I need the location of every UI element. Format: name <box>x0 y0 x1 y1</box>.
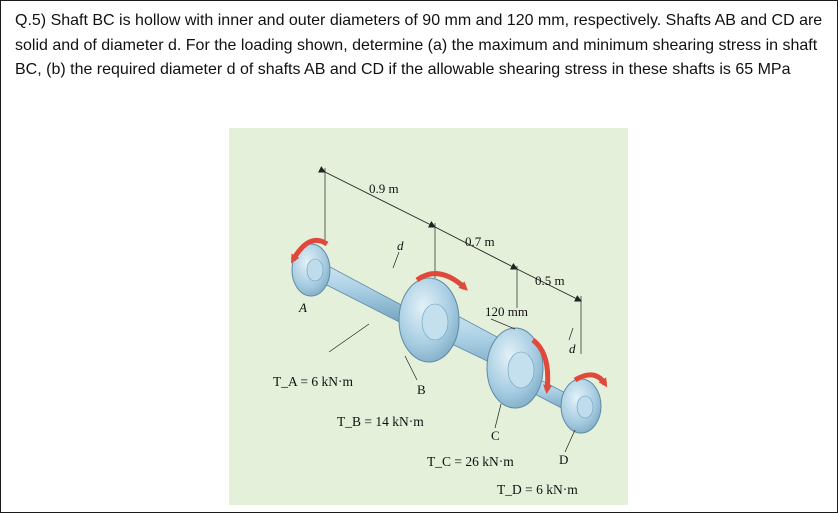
diameter-ab-label: d <box>397 238 404 253</box>
dimension-bc-length: 0.7 m <box>465 234 495 249</box>
torque-b-label: T_B = 14 kN·m <box>337 414 424 429</box>
shaft-diagram: 0.9 m 0.7 m 0.5 m 120 mm d d A B C D T_A… <box>273 166 608 497</box>
disc-a <box>291 243 331 297</box>
point-a-label: A <box>298 300 307 315</box>
dimension-cd-length: 0.5 m <box>535 273 565 288</box>
point-c-label: C <box>491 428 500 443</box>
shaft-figure: 0.9 m 0.7 m 0.5 m 120 mm d d A B C D T_A… <box>229 128 628 505</box>
disc-d <box>560 378 602 434</box>
disc-b <box>398 277 460 363</box>
torque-d-label: T_D = 6 kN·m <box>497 482 578 497</box>
torque-arrow-b <box>415 271 468 291</box>
torque-arrow-d <box>573 372 608 388</box>
dimension-ab-length: 0.9 m <box>369 181 399 196</box>
disc-c <box>486 327 544 409</box>
torque-arrow-a <box>290 238 329 264</box>
torque-c-label: T_C = 26 kN·m <box>427 454 514 469</box>
dimension-bc-outer-diameter: 120 mm <box>485 304 528 319</box>
question-text: Q.5) Shaft BC is hollow with inner and o… <box>15 12 823 78</box>
diameter-cd-label: d <box>569 341 576 356</box>
torque-a-label: T_A = 6 kN·m <box>273 374 353 389</box>
point-b-label: B <box>417 382 426 397</box>
torque-arrows <box>290 238 608 394</box>
torque-arrow-c <box>531 338 553 394</box>
dimension-lines <box>318 166 582 354</box>
point-d-label: D <box>559 452 568 467</box>
leader-lines <box>328 251 576 453</box>
